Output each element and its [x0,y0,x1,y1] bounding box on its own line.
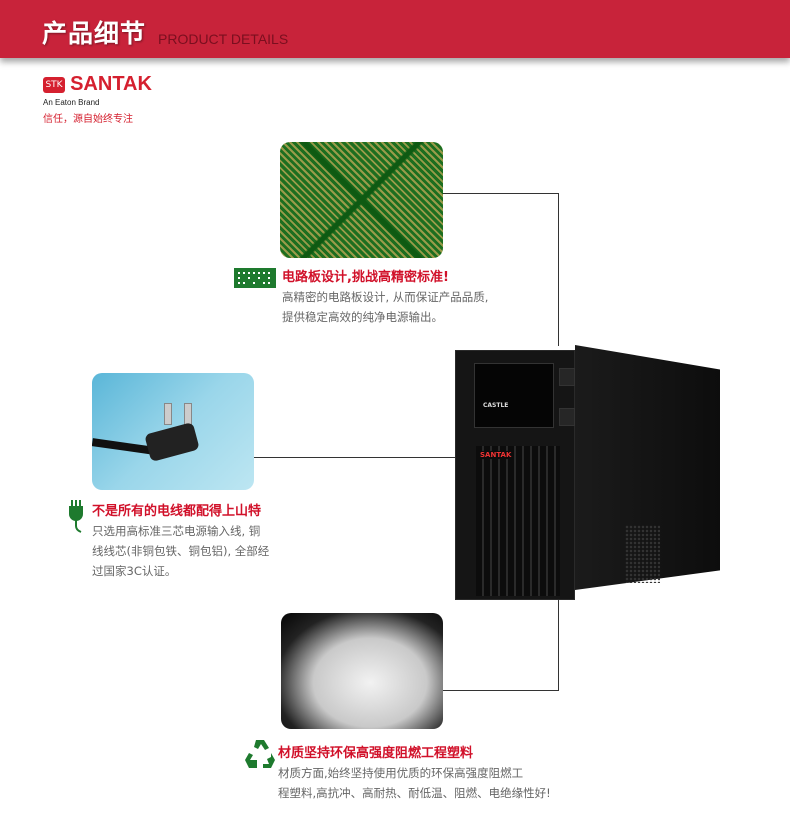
ups-brand-label: SANTAK [480,451,512,459]
ups-function-button [559,408,575,426]
feature-description: 材质方面,始终坚持使用优质的环保高强度阻燃工程塑料,高抗冲、高耐热、耐低温、阻燃… [278,766,551,800]
power-plug-photo [92,373,254,490]
plug-body [144,422,200,462]
ups-product-image: CASTLE SANTAK [455,345,720,605]
feature-title: 材质坚持环保高强度阻燃工程塑料 [278,746,474,761]
ups-grill [476,446,560,596]
plastic-pellets-photo [281,613,443,729]
header-banner: 产品细节 PRODUCT DETAILS [0,0,790,58]
connector-line [443,193,559,194]
circuit-board-icon [234,268,276,288]
plug-pin [184,403,192,425]
feature-circuit-board: 电路板设计,挑战高精密标准! 高精密的电路板设计, 从而保证产品品质,提供稳定高… [234,266,488,327]
feature-title: 不是所有的电线都配得上山特 [92,504,262,519]
plug-pin [164,403,172,425]
santak-logo: STK SANTAK An Eaton Brand 信任，源自始终专注 [43,73,152,125]
banner-title: 产品细节 [42,19,147,48]
brand-slogan: 信任，源自始终专注 [43,114,133,125]
connector-line [558,600,559,691]
brand-tagline: An Eaton Brand [43,98,100,107]
connector-line [558,193,559,346]
circuit-board-photo [280,142,443,258]
feature-description: 只选用高标准三芯电源输入线, 铜线线芯(非铜包铁、铜包铝), 全部经过国家3C认… [92,524,270,578]
ups-vent [625,525,660,583]
feature-plastic: 材质坚持环保高强度阻燃工程塑料 材质方面,始终坚持使用优质的环保高强度阻燃工程塑… [244,740,551,803]
feature-description: 高精密的电路板设计, 从而保证产品品质,提供稳定高效的纯净电源输出。 [282,290,489,324]
ups-front: CASTLE SANTAK [455,350,575,600]
ups-power-button [559,368,575,386]
ups-lcd: CASTLE [474,363,554,428]
banner-subtitle: PRODUCT DETAILS [158,31,289,47]
connector-line [443,690,559,691]
santak-logo-icon: STK [43,76,65,93]
feature-power-cable: 不是所有的电线都配得上山特 只选用高标准三芯电源输入线, 铜线线芯(非铜包铁、铜… [66,500,269,581]
lcd-label: CASTLE [483,402,509,409]
brand-name: SANTAK [70,73,152,95]
connector-line [254,457,456,458]
feature-title: 电路板设计,挑战高精密标准! [282,270,449,285]
power-plug-icon [69,500,83,533]
recycle-icon [245,740,275,768]
